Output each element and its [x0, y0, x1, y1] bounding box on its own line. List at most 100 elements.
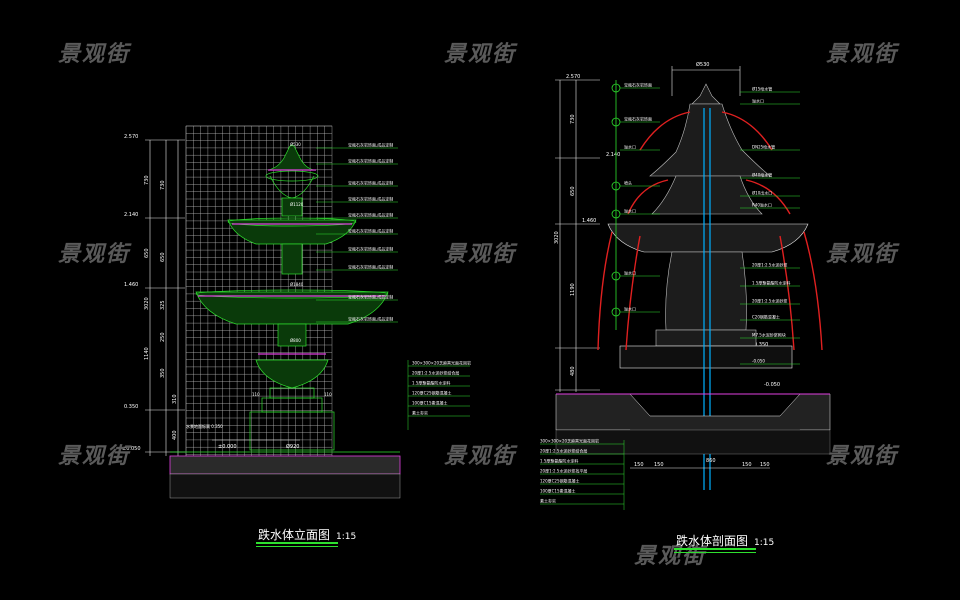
inner-dim: 310	[172, 394, 178, 404]
elevation-0350: 0.350	[124, 404, 138, 410]
section-layer-spec: 20厚1:2.5水泥砂浆结合层	[540, 448, 587, 454]
base-note: 水景地面标高 0.350	[186, 423, 223, 429]
sec-dim: 650	[570, 186, 576, 196]
diameter-callouts: Ø530 Ø1120 Ø1840 Ø800 110 110	[252, 142, 332, 397]
elevation-annotation: 宝瓶石灰岩饰面,成品定制	[348, 180, 393, 186]
elevation-2140: 2.140	[124, 212, 138, 218]
section-annotation-right: 20厚1:2.5水泥砂浆	[752, 298, 787, 304]
dim-1140: 1140	[144, 347, 150, 360]
watermark: 景观街	[444, 42, 517, 67]
section-layer-spec: 20厚1:2.5水泥砂浆找平层	[540, 468, 587, 474]
callout-110a: 110	[252, 392, 260, 397]
dim-3020: 3020	[144, 297, 150, 310]
dim-730: 730	[144, 175, 150, 185]
inner-dim: 730	[160, 180, 166, 190]
layer-spec: 1.5厚聚氨酯防水涂料	[412, 380, 450, 386]
sec-dim: 480	[570, 366, 576, 376]
inner-dim: 250	[160, 332, 166, 342]
watermark: 景观街	[58, 444, 131, 469]
callout-d530: Ø530	[290, 142, 301, 147]
fountain-accent-lines	[198, 169, 386, 355]
annotation-leaders	[316, 147, 470, 417]
elevation-annotation: 宝瓶石灰岩饰面,成品定制	[348, 142, 393, 148]
layer-spec: 300×300×20芝麻黑光面花岗岩	[412, 360, 471, 366]
elevation-annotation: 宝瓶石灰岩饰面,成品定制	[348, 316, 393, 322]
section-annotation-right: M7.5水泥砂浆砌块	[752, 332, 786, 338]
left-title-text: 跌水体立面图	[258, 528, 331, 542]
sec-dim: 1190	[570, 283, 576, 296]
section-annotations-right: Ø15给水管溢水口DN25给水管Ø40给水管Ø10出水口R40溢水口20厚1:2…	[752, 86, 790, 364]
callout-d1120: Ø1120	[290, 202, 304, 207]
left-elevation-drawing: 2.570 2.140 1.460 0.350 ±0.050 730 650 3…	[122, 125, 471, 499]
callout-d800: Ø800	[290, 338, 301, 343]
left-title-scale: 1:15	[336, 532, 357, 542]
section-annotation-left: 溢水口	[624, 270, 636, 276]
sec-dim: 730	[570, 114, 576, 124]
watermark: 景观街	[826, 444, 899, 469]
left-drawing-title: 跌水体立面图 1:15	[258, 526, 356, 543]
section-annotation-right: C20钢筋混凝土	[752, 314, 780, 320]
section-annotation-left: 溢水口	[624, 306, 636, 312]
bottom-dims: ±0.000 Ø920 水景地面标高 0.350	[186, 423, 300, 450]
layer-spec: 20厚1:2.5水泥砂浆结合层	[412, 370, 459, 376]
elevation-annotation: 宝瓶石灰岩饰面,成品定制	[348, 294, 393, 300]
sec-bdim: 150	[742, 462, 752, 468]
section-annotation-right: R40溢水口	[752, 202, 772, 208]
sec-dim: 3020	[554, 231, 560, 244]
sec-top-dim: Ø530	[696, 61, 709, 68]
section-annotation-right: -0.050	[752, 359, 765, 364]
layer-spec: 素土夯实	[412, 410, 428, 416]
section-annotation-right: Ø40给水管	[752, 172, 772, 178]
sec-bdim: 860	[706, 458, 716, 464]
elevation-annotation: 宝瓶石灰岩饰面,成品定制	[348, 264, 393, 270]
sec-bdim: 150	[760, 462, 770, 468]
layer-spec: 100厚C15素混凝土	[412, 400, 448, 406]
section-annotation-left: 溢水口	[624, 144, 636, 150]
section-annotation-right: 1.5厚聚氨酯防水涂料	[752, 280, 790, 286]
annotation-texts: 宝瓶石灰岩饰面,成品定制宝瓶石灰岩饰面,成品定制宝瓶石灰岩饰面,成品定制宝瓶石灰…	[348, 142, 393, 322]
layer-spec: 120厚C25钢筋混凝土	[412, 390, 452, 396]
left-elevation-labels: 2.570 2.140 1.460 0.350 ±0.050	[122, 134, 141, 452]
right-section-drawing: 2.570 2.140 1.460 0.350 -0.050 Ø530 730 …	[540, 61, 831, 510]
inner-dim: 400	[172, 430, 178, 440]
section-ground-layers	[555, 393, 831, 455]
watermark: 景观街	[826, 242, 899, 267]
right-title-underline	[674, 548, 756, 550]
callout-d1840: Ø1840	[290, 282, 304, 287]
right-title-underline-thin	[674, 552, 756, 553]
sec-bdim: 150	[634, 462, 644, 468]
elevation-1460: 1.460	[124, 282, 138, 288]
inner-dim: 650	[160, 252, 166, 262]
left-title-underline	[256, 542, 338, 544]
section-annotation-left: 宝瓶石灰岩饰面	[624, 116, 652, 122]
sec-elev-1460: 1.460	[582, 218, 596, 224]
section-annotation-left: 溢水口	[624, 208, 636, 214]
sec-elev-minus0050: -0.050	[764, 382, 780, 388]
dim-ground-level: ±0.000	[218, 444, 237, 450]
dim-650: 650	[144, 248, 150, 258]
right-vertical-dims: 730 650 3020 1190 480	[554, 114, 576, 376]
ground-layers	[169, 451, 401, 499]
callout-110b: 110	[324, 392, 332, 397]
watermark: 景观街	[58, 242, 131, 267]
sec-elev-2570: 2.570	[566, 74, 580, 80]
section-layer-spec: 120厚C25钢筋混凝土	[540, 478, 580, 484]
sec-bdim: 150	[654, 462, 664, 468]
dim-d920: Ø920	[286, 443, 299, 450]
section-layer-spec: 素土夯实	[540, 498, 556, 504]
section-leaders	[540, 87, 800, 505]
section-annotation-right: 溢水口	[752, 98, 764, 104]
right-elevation-labels: 2.570 2.140 1.460 0.350 -0.050 Ø530	[566, 61, 780, 388]
elevation-annotation: 宝瓶石灰岩饰面,成品定制	[348, 228, 393, 234]
section-layer-spec: 100厚C15素混凝土	[540, 488, 576, 494]
elevation-annotation: 宝瓶石灰岩饰面,成品定制	[348, 246, 393, 252]
elevation-ground: ±0.050	[122, 446, 141, 452]
tile-grid-backdrop	[185, 125, 333, 457]
section-annotation-right: 20厚1:2.5水泥砂浆	[752, 262, 787, 268]
construction-layer-list: 300×300×20芝麻黑光面花岗岩 20厚1:2.5水泥砂浆结合层 1.5厚聚氨酯…	[412, 360, 471, 416]
right-dimension-lines	[555, 66, 741, 392]
section-layer-list: 300×300×20芝麻黑光面花岗岩20厚1:2.5水泥砂浆结合层1.5厚聚氨酯…	[540, 438, 599, 504]
